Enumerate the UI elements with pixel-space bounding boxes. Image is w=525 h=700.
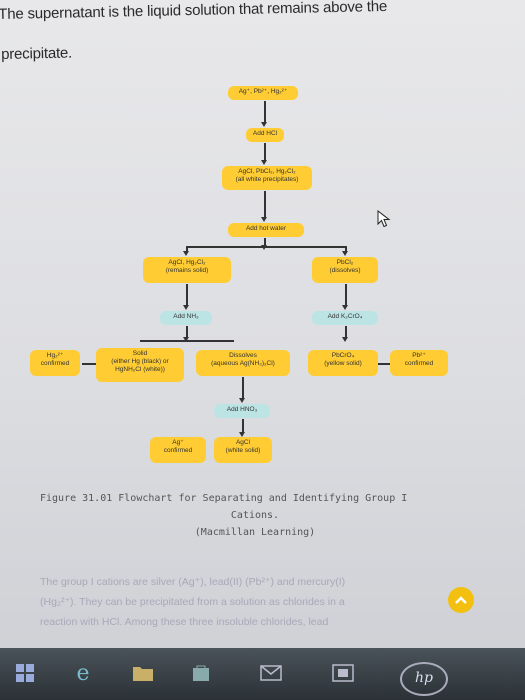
connector	[82, 363, 96, 365]
caption-line-1: Figure 31.01 Flowchart for Separating an…	[40, 493, 408, 504]
screen: The supernatant is the liquid solution t…	[0, 0, 525, 648]
arrow	[261, 191, 267, 222]
mail-icon[interactable]	[258, 660, 284, 686]
ag-confirmed-node: Ag⁺ confirmed	[150, 437, 206, 463]
agcl-white-solid-node: AgCl (white solid)	[214, 437, 272, 463]
windows-start-icon[interactable]	[12, 660, 38, 686]
start-node: Ag⁺, Pb²⁺, Hg₂²⁺	[228, 86, 298, 100]
pbcro4-node: PbCrO₄ (yellow solid)	[308, 350, 378, 376]
arrow	[239, 419, 245, 437]
solid-node: Solid (either Hg (black) or HgNH₂Cl (whi…	[96, 348, 184, 382]
scroll-up-button[interactable]	[448, 587, 474, 613]
arrow	[342, 326, 348, 342]
arrow	[261, 143, 267, 165]
body-line-2: (Hg₂²⁺). They can be precipitated from a…	[40, 596, 345, 608]
branch-line	[140, 340, 234, 342]
connector	[378, 363, 390, 365]
hg-confirmed-node: Hg₂²⁺ confirmed	[30, 350, 80, 376]
add-nh3-node: Add NH₃	[160, 311, 212, 325]
add-k2cro4-node: Add K₂CrO₄	[312, 311, 378, 325]
add-hno3-node: Add HNO₃	[214, 404, 270, 418]
hp-logo: hp	[400, 662, 448, 696]
add-hcl-node: Add HCl	[246, 128, 284, 142]
arrow	[342, 284, 348, 310]
dissolves-pbcl2-node: PbCl₂ (dissolves)	[312, 257, 378, 283]
precipitate-node: AgCl, PbCl₂, Hg₂Cl₂ (all white precipita…	[222, 166, 312, 190]
edge-browser-icon[interactable]: e	[76, 660, 90, 686]
branch-line	[186, 246, 346, 248]
dissolves-agnh3-node: Dissolves (aqueous Ag(NH₃)₂Cl)	[196, 350, 290, 376]
caption-line-3: (Macmillan Learning)	[194, 527, 316, 538]
chevron-up-icon	[455, 596, 467, 604]
remote-icon[interactable]	[330, 660, 356, 686]
pb-confirmed-node: Pb²⁺ confirmed	[390, 350, 448, 376]
store-icon[interactable]	[188, 660, 214, 686]
arrow	[261, 101, 267, 127]
arrow	[183, 284, 189, 310]
caption-line-2: Cations.	[230, 510, 280, 521]
body-text: The group I cations are silver (Ag⁺), le…	[40, 572, 460, 632]
file-explorer-icon[interactable]	[130, 660, 156, 686]
add-hot-water-node: Add hot water	[228, 223, 304, 237]
figure-caption: Figure 31.01 Flowchart for Separating an…	[40, 490, 470, 541]
arrow	[261, 238, 267, 250]
body-line-1: The group I cations are silver (Ag⁺), le…	[40, 576, 346, 588]
mouse-cursor-icon	[377, 210, 391, 228]
arrow	[183, 326, 189, 342]
flowchart: Ag⁺, Pb²⁺, Hg₂²⁺ Add HCl AgCl, PbCl₂, Hg…	[30, 86, 448, 463]
body-line-3: reaction with HCl. Among these three ins…	[40, 616, 329, 628]
remains-solid-node: AgCl, Hg₂Cl₂ (remains solid)	[143, 257, 231, 283]
arrow	[342, 246, 348, 256]
arrow	[239, 377, 245, 403]
arrow	[183, 246, 189, 256]
